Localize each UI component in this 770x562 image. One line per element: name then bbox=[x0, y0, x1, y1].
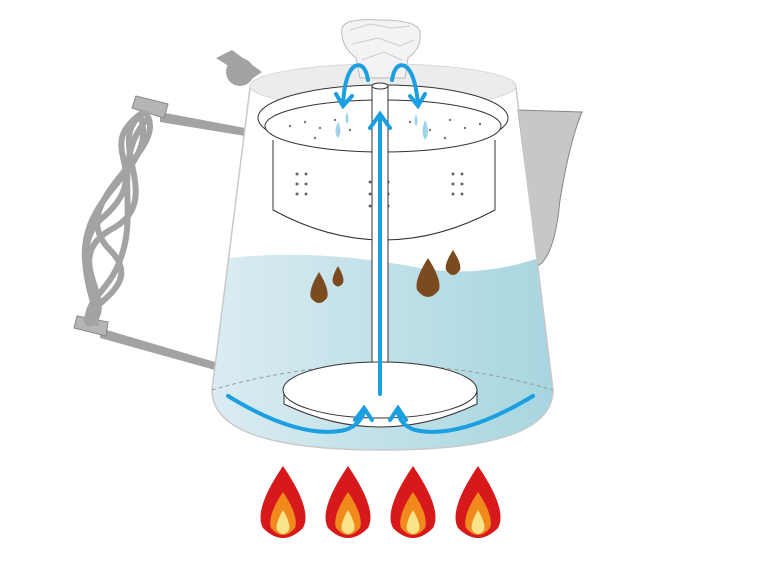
pot-body bbox=[211, 87, 554, 451]
flow-arrows bbox=[226, 63, 535, 434]
flame-icon bbox=[455, 466, 501, 538]
water-drops bbox=[335, 112, 428, 140]
coffee-drops bbox=[310, 250, 461, 303]
flame-icon bbox=[325, 466, 371, 538]
burner-flames bbox=[260, 466, 501, 538]
flame-icon bbox=[390, 466, 436, 538]
handle bbox=[73, 50, 262, 370]
spout bbox=[517, 109, 583, 267]
flame-icon bbox=[260, 466, 306, 538]
